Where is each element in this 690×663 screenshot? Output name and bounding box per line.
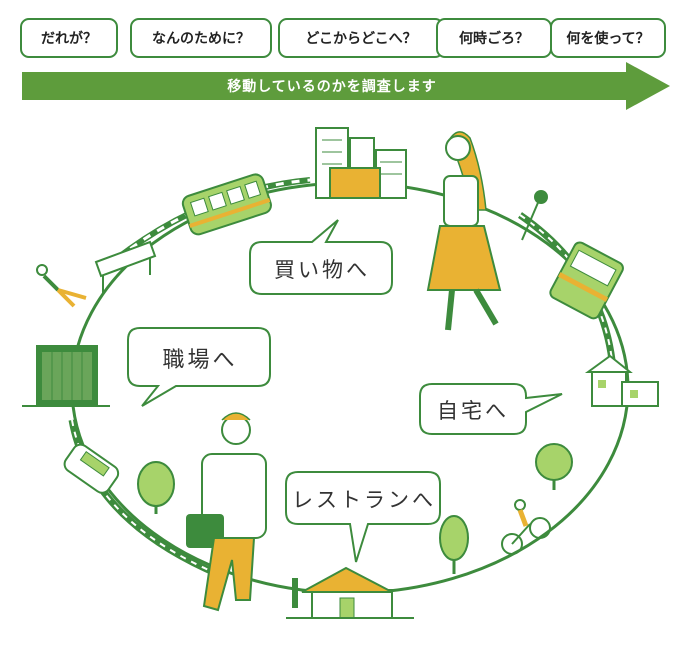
woman-walking-icon [426,131,502,331]
question-how: 何を使って？ [550,18,666,58]
bus-stop-icon [521,190,548,241]
city-buildings-icon [315,127,407,199]
bubble-restaurant-label: レストランへ [292,488,436,512]
bubble-restaurant [285,471,441,563]
house-icon [584,354,659,407]
bubble-home-label: 自宅へ [437,399,509,423]
tree-icon [535,443,573,490]
bubble-shopping [249,219,393,295]
man-walking-icon [186,412,267,612]
question-where: どこからどこへ？ [278,18,444,58]
tree-icon [137,461,175,514]
question-why: なんのために？ [130,18,272,58]
question-who: だれが？ [20,18,118,58]
banner-label: 移動しているのかを調査します [227,79,437,95]
tree-icon [439,515,469,574]
bubble-work [127,327,271,407]
bubble-work-label: 職場へ [162,348,238,373]
bubble-shopping-label: 買い物へ [274,258,370,282]
question-row: だれが？ なんのために？ どこからどこへ？ 何時ごろ？ 何を使って？ [20,18,670,60]
banner-arrow [22,62,670,110]
cyclist-icon [501,499,551,555]
bus-icon [549,241,624,320]
train-icon [181,173,272,236]
car-icon [63,443,120,494]
runner-icon [36,264,87,308]
restaurant-icon [286,566,414,619]
station-sign-icon [94,240,157,295]
office-building-icon [22,345,110,407]
question-when: 何時ごろ？ [436,18,552,58]
bubble-home [419,383,563,435]
